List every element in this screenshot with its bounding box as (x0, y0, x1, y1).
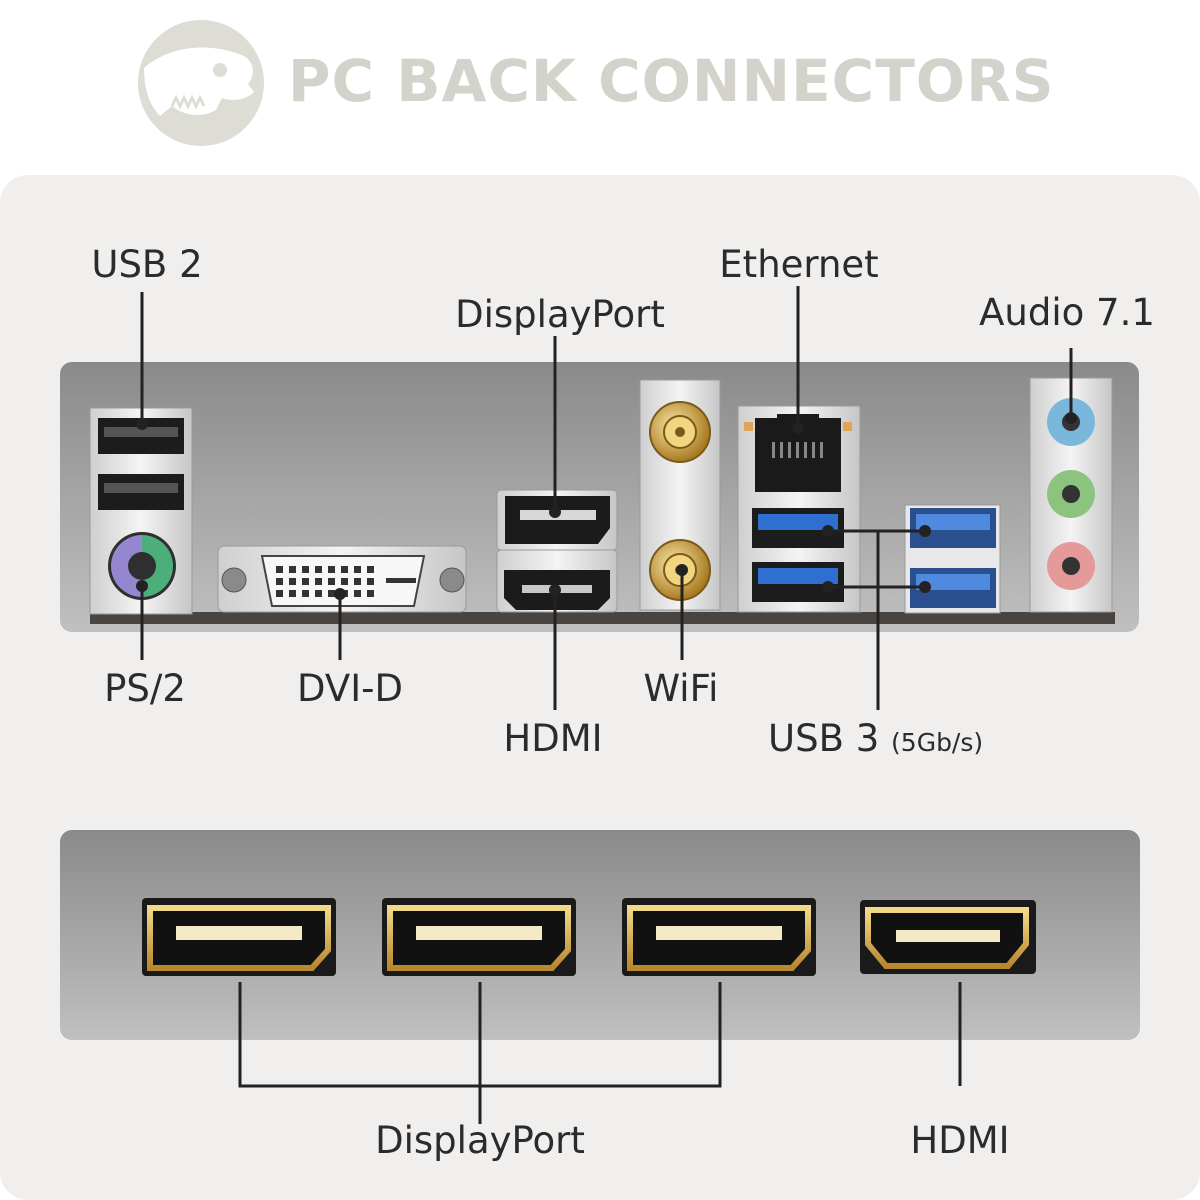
label-wifi: WiFi (643, 667, 719, 710)
label-usb2: USB 2 (91, 243, 203, 286)
label-usb3-text: USB 3 (768, 717, 880, 760)
label-dvi-d: DVI-D (297, 667, 403, 710)
label-displayport-board: DisplayPort (455, 293, 665, 336)
label-audio: Audio 7.1 (979, 291, 1155, 334)
label-ethernet: Ethernet (719, 243, 879, 286)
page-title: PC BACK CONNECTORS (288, 47, 1055, 115)
gpu-hdmi-port (860, 900, 1036, 974)
label-usb3: USB 3 (5Gb/s) (768, 720, 983, 757)
gpu-displayport-port (622, 898, 816, 976)
dvi-d-port (217, 545, 467, 613)
usb3-ports-right (904, 504, 1001, 614)
usb3-ports-left (752, 508, 844, 602)
label-hdmi-gpu: HDMI (910, 1119, 1010, 1162)
leader-lines-gpu (238, 982, 962, 1124)
label-usb3-speed: (5Gb/s) (891, 728, 984, 757)
displayport-port-board (496, 489, 618, 551)
dinosaur-skull-logo (136, 18, 266, 148)
label-hdmi-board: HDMI (503, 717, 603, 760)
gpu-displayport-ports (142, 898, 816, 976)
gpu-displayport-port (142, 898, 336, 976)
gpu-displayport-port (382, 898, 576, 976)
leader-lines-board (140, 286, 1073, 710)
label-displayport-gpu: DisplayPort (375, 1119, 585, 1162)
label-ps2: PS/2 (104, 667, 186, 710)
gpu-io-panel (60, 830, 1140, 1040)
ps2-port (108, 532, 176, 600)
hdmi-port-board (496, 549, 618, 613)
